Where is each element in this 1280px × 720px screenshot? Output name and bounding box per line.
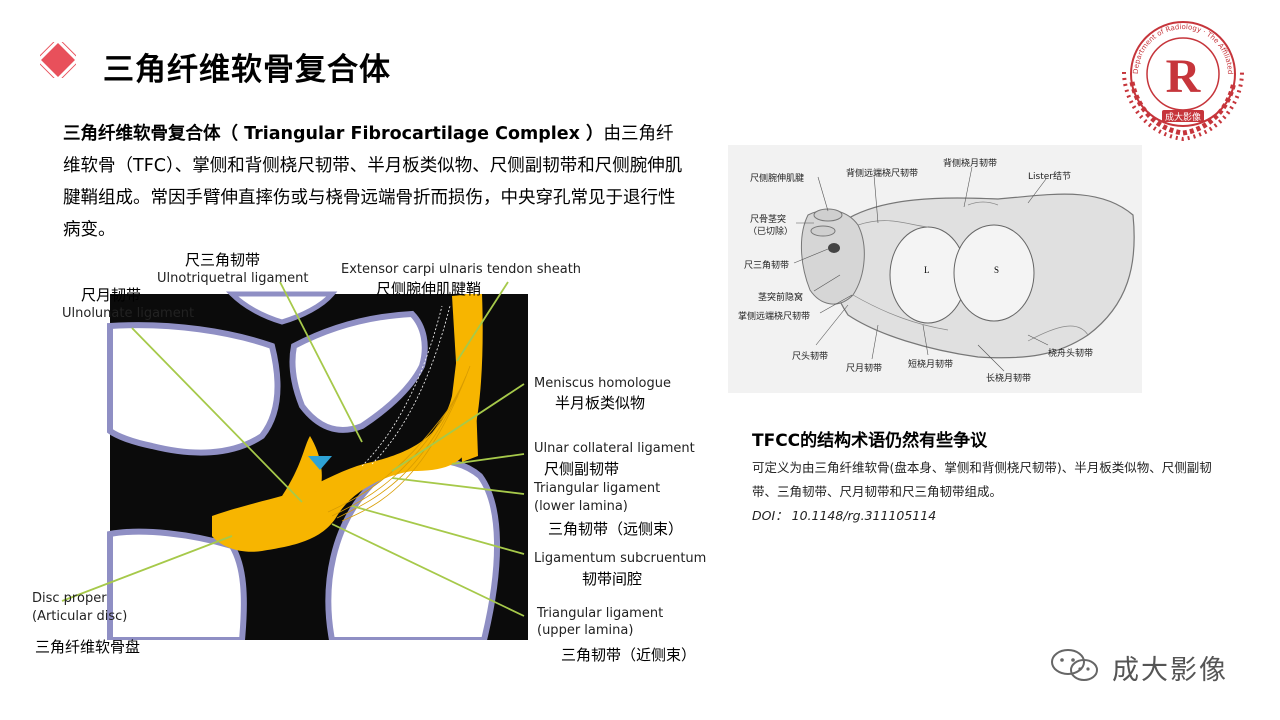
- label-dp-en2: (Articular disc): [32, 609, 128, 624]
- label-ut-en: Ulnotriquetral ligament: [157, 271, 309, 286]
- watermark-text: 成大影像: [1112, 655, 1228, 686]
- label-tll-en1: Triangular ligament: [534, 481, 661, 496]
- wechat-icon: [1051, 649, 1098, 681]
- prestyloid-recess-marker: [308, 456, 332, 470]
- label-ls-en: Ligamentum subcruentum: [534, 551, 707, 566]
- label-tul-cn: 三角韧带（近侧束）: [561, 646, 697, 664]
- rf-rsc: 桡舟头韧带: [1048, 349, 1094, 359]
- rf-styloid-cut: （已切除）: [748, 227, 794, 237]
- note-body: 可定义为由三角纤维软骨(盘本身、掌侧和背侧桡尺韧带)、半月板类似物、尺侧副韧带、…: [752, 460, 1212, 499]
- label-ecu-cn: 尺侧腕伸肌腱鞘: [376, 280, 482, 298]
- radius-bone: [107, 528, 247, 640]
- label-tul-en2: (upper lamina): [537, 623, 634, 638]
- logo-letter: R: [1166, 50, 1202, 103]
- rf-srl: 短桡月韧带: [908, 360, 954, 370]
- rf-dorsal-rl: 背侧桡月韧带: [943, 159, 998, 169]
- tfc-region: [800, 209, 865, 305]
- top-bone-fragment: [225, 291, 338, 325]
- tfcc-anatomy-illustration: L S 尺侧腕伸肌腱 背侧远端桡尺韧带: [728, 145, 1142, 393]
- label-dp-cn: 三角纤维软骨盘: [35, 638, 141, 656]
- title-diamond-icon: [40, 42, 76, 78]
- leader-lines: [61, 281, 525, 617]
- rf-lister: Lister结节: [1028, 172, 1071, 182]
- label-mh-cn: 半月板类似物: [555, 394, 646, 412]
- department-logo: R 成大影像 Department of Radiology · The Aff…: [1110, 12, 1244, 142]
- tfc-disc: [212, 294, 483, 552]
- rf-prestyloid: 茎突前隐窝: [758, 293, 804, 303]
- logo-badge: 成大影像: [1165, 111, 1201, 123]
- label-tll-en2: (lower lamina): [534, 499, 628, 514]
- label-tll-cn: 三角韧带（远侧束）: [548, 520, 684, 538]
- note-heading: TFCC的结构术语仍然有些争议: [752, 431, 988, 451]
- rf-ecu-tendon: 尺侧腕伸肌腱: [750, 174, 805, 184]
- label-ucl-cn: 尺侧副韧带: [544, 460, 620, 478]
- rf-dorsal-ru: 背侧远端桡尺韧带: [846, 169, 919, 179]
- label-ul-en: Ulnolunate ligament: [62, 306, 195, 321]
- watermark: 成大影像: [1046, 645, 1246, 686]
- tfcc-schematic: 尺三角韧带 Ulnotriquetral ligament 尺月韧带 Ulnol…: [32, 251, 706, 640]
- slide-title: 三角纤维软骨复合体: [103, 52, 391, 88]
- triquetrum-bone: [289, 310, 428, 433]
- rf-lrl: 长桡月韧带: [986, 374, 1032, 384]
- rf-ut: 尺三角韧带: [744, 261, 790, 271]
- intro-text: 由三角纤维软骨（TFC）、掌侧和背侧桡尺韧带、半月板类似物、尺侧副韧带和尺侧腕伸…: [63, 124, 683, 240]
- rf-ul: 尺月韧带: [846, 364, 883, 374]
- label-tul-en1: Triangular ligament: [537, 606, 664, 621]
- label-dp-en1: Disc proper: [32, 591, 107, 606]
- lunate-bone: [107, 322, 281, 456]
- rf-palmar-ru: 掌侧远端桡尺韧带: [738, 312, 811, 322]
- label-ucl-en: Ulnar collateral ligament: [534, 441, 695, 456]
- label-mh-en: Meniscus homologue: [534, 376, 671, 391]
- label-ecu-en: Extensor carpi ulnaris tendon sheath: [341, 262, 582, 277]
- fossa-l: L: [924, 265, 930, 275]
- note-doi: DOI： 10.1148/rg.311105114: [752, 508, 937, 523]
- intro-term: 三角纤维软骨复合体（ Triangular Fibrocartilage Com…: [63, 124, 604, 144]
- fossa-s: S: [994, 265, 999, 275]
- label-ut-cn: 尺三角韧带: [185, 251, 261, 269]
- label-ul-cn: 尺月韧带: [81, 286, 142, 304]
- rf-uc: 尺头韧带: [792, 352, 829, 362]
- ulnotriquetral-band: [282, 436, 322, 496]
- intro-paragraph: 三角纤维软骨复合体（ Triangular Fibrocartilage Com…: [63, 118, 688, 246]
- label-ls-cn: 韧带间腔: [582, 570, 643, 588]
- rf-styloid: 尺骨茎突: [750, 215, 787, 225]
